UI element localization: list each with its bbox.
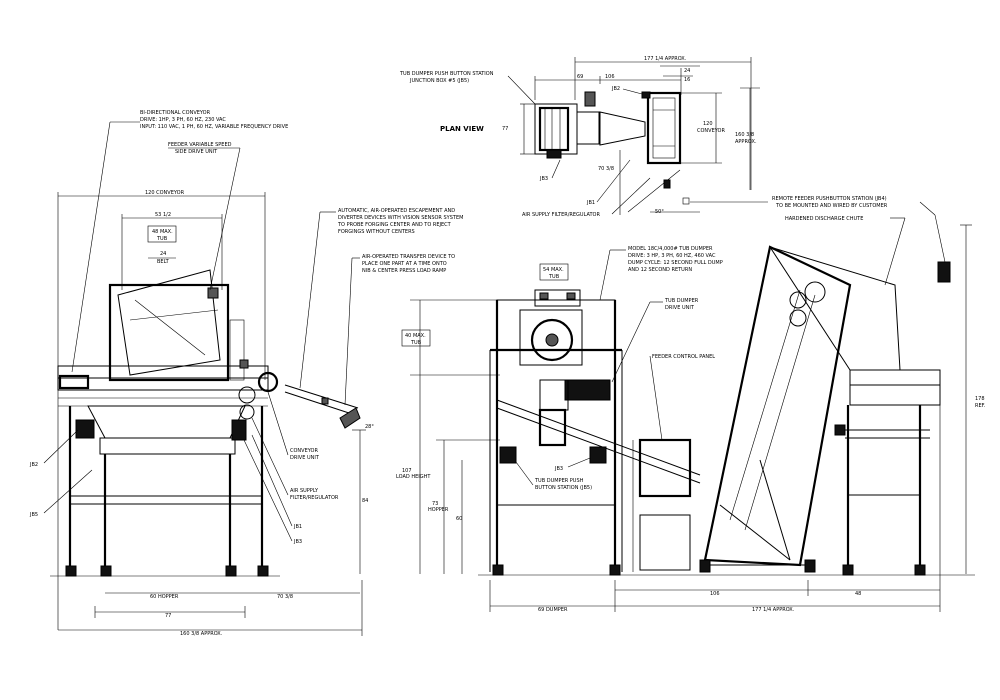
plan-dim-177: 177 1/4 APPROX.	[644, 56, 687, 62]
plan-dim-160-sub: APPROX.	[735, 139, 757, 145]
left-dim-53: 53 1/2	[155, 212, 171, 218]
right-dim-54: 54 MAX.	[543, 267, 564, 273]
right-model-3: DUMP CYCLE: 12 SECOND FULL DUMP	[628, 260, 723, 266]
plan-dim-120-sub: CONVEYOR	[697, 128, 725, 134]
plan-dim-120: 120	[703, 121, 713, 127]
left-dim-120: 120 CONVEYOR	[145, 190, 185, 196]
right-dim-106: 106	[710, 591, 720, 597]
left-bidir-3: INPUT: 110 VAC, 1 PH, 60 HZ, VARIABLE FR…	[140, 124, 288, 130]
right-dim-178: 178	[975, 396, 985, 402]
left-jb2: JB2	[29, 462, 38, 468]
left-transfer-1: AIR-OPERATED TRANSFER DEVICE TO	[362, 254, 455, 260]
left-dim-84: 84	[362, 498, 368, 504]
left-jb3: JB3	[293, 539, 302, 545]
left-transfer-3: NIB & CENTER PRESS LOAD RAMP	[362, 268, 446, 274]
left-transfer-2: PLACE ONE PART AT A TIME ONTO	[362, 261, 447, 267]
right-dim-177: 177 1/4 APPROX.	[752, 607, 795, 613]
left-dim-24: 24	[160, 251, 166, 257]
left-dim-24-sub: BELT	[157, 259, 170, 265]
left-dim-60: 60 HOPPER	[150, 594, 179, 600]
plan-dim-69: 69	[577, 74, 583, 80]
right-hardened-chute: HARDENED DISCHARGE CHUTE	[785, 216, 863, 222]
right-dim-40-sub: TUB	[410, 340, 422, 346]
plan-dim-16: 16	[684, 77, 690, 83]
left-air-supply-1: AIR SUPPLY	[290, 488, 319, 494]
left-auto-3: TO PROBE FORGING CENTER AND TO REJECT	[337, 222, 452, 228]
plan-dim-160: 160 3/8	[735, 132, 754, 138]
right-model-4: AND 12 SECOND RETURN	[628, 267, 692, 273]
plan-tub-pb-station: TUB DUMPER PUSH BUTTON STATION	[399, 71, 494, 77]
left-elevation: 120 CONVEYOR 53 1/2 48 MAX. TUB 24 BELT	[29, 110, 463, 637]
left-dim-48-sub: TUB	[156, 236, 168, 242]
plan-dim-106: 106	[605, 74, 615, 80]
plan-air-supply: AIR SUPPLY FILTER/REGULATOR	[522, 212, 600, 218]
right-dim-73: 73	[432, 501, 438, 507]
right-dim-54-sub: TUB	[548, 274, 560, 280]
right-dim-73-sub: HOPPER	[428, 507, 449, 513]
left-auto-4: FORGINGS WITHOUT CENTERS	[338, 229, 415, 235]
left-feeder-vs-1: FEEDER VARIABLE SPEED	[168, 142, 232, 148]
right-tub-pb-1: TUB DUMPER PUSH	[534, 478, 584, 484]
right-dim-60: 60	[456, 516, 462, 522]
right-feeder-panel: FEEDER CONTROL PANEL	[652, 354, 715, 360]
right-tub-drive-1: TUB DUMPER	[664, 298, 699, 304]
plan-view-title: PLAN VIEW	[440, 125, 484, 133]
left-conveyor-drive-2: DRIVE UNIT	[290, 455, 320, 461]
left-dim-70: 70 3/8	[277, 594, 293, 600]
left-bidir-1: BI-DIRECTIONAL CONVEYOR	[140, 110, 211, 116]
plan-dim-24: 24	[684, 68, 690, 74]
right-dim-40: 40 MAX.	[405, 333, 426, 339]
plan-angle: 50°	[655, 209, 664, 215]
right-dim-107: 107	[402, 468, 412, 474]
right-tub-drive-2: DRIVE UNIT	[665, 305, 695, 311]
right-jb3: JB3	[554, 466, 563, 472]
left-auto-2: DIVERTER DEVICES WITH VISION SENSOR SYST…	[338, 215, 463, 221]
right-model-1: MODEL 18C/4,000# TUB DUMPER	[628, 246, 713, 252]
left-auto-1: AUTOMATIC, AIR-OPERATED ESCAPEMENT AND	[338, 208, 455, 214]
right-dim-178-sub: REF.	[975, 403, 986, 409]
plan-dim-70: 70 3/8	[598, 166, 614, 172]
left-bidir-2: DRIVE: 1HP, 3 PH, 60 HZ, 230 VAC	[140, 117, 226, 123]
right-dim-48: 48	[855, 591, 861, 597]
left-air-supply-2: FILTER/REGULATOR	[290, 495, 339, 501]
left-feeder-vs-2: SIDE DRIVE UNIT	[175, 149, 218, 155]
right-dim-69: 69 DUMPER	[538, 607, 568, 613]
plan-junction-box: JUNCTION BOX #5 (JB5)	[409, 78, 469, 84]
left-dim-160: 160 3/8 APPROX.	[180, 631, 223, 637]
right-dim-107-sub: LOAD HEIGHT	[396, 474, 431, 480]
left-jb5: JB5	[29, 512, 38, 518]
plan-remote-station-2: TO BE MOUNTED AND WIRED BY CUSTOMER	[775, 203, 888, 209]
plan-remote-station-1: REMOTE FEEDER PUSHBUTTON STATION (JB4)	[772, 196, 887, 202]
plan-jb3: JB3	[539, 176, 548, 182]
left-dim-48: 48 MAX.	[152, 229, 173, 235]
right-elevation: 54 MAX. TUB 40 MAX. TUB 107 LOAD HEIGHT …	[396, 201, 986, 613]
right-tub-pb-2: BUTTON STATION (JB5)	[535, 485, 592, 491]
left-dim-77: 77	[165, 613, 171, 619]
plan-jb1: JB1	[586, 200, 595, 206]
right-model-2: DRIVE: 3 HP, 3 PH, 60 HZ, 460 VAC	[628, 253, 716, 259]
left-jb1: JB1	[293, 524, 302, 530]
left-angle: 28°	[365, 424, 374, 430]
plan-view: PLAN VIEW 177 1/4 APPROX. 69 106 24 16 7…	[399, 56, 888, 218]
left-conveyor-drive-1: CONVEYOR	[290, 448, 318, 454]
plan-dim-77: 77	[502, 126, 508, 132]
plan-jb2: JB2	[611, 86, 620, 92]
